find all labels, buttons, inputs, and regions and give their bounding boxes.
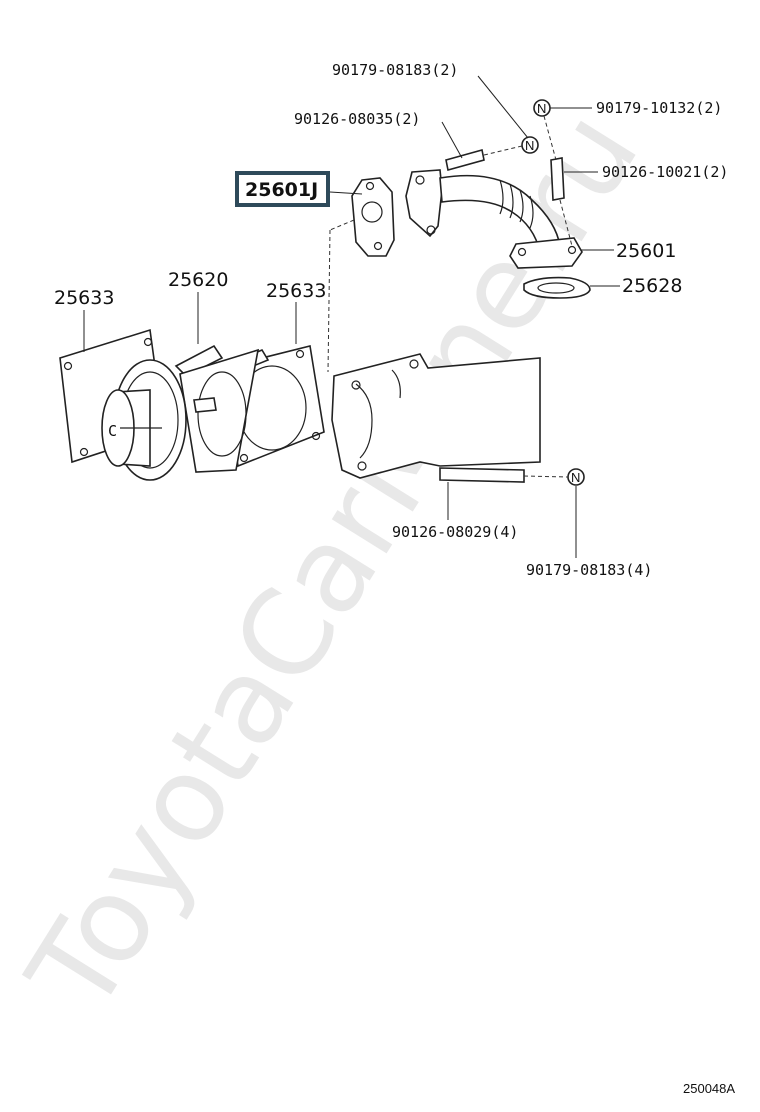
label-25633-mid[interactable]: 25633: [266, 280, 326, 302]
label-90179-10132[interactable]: 90179-10132(2): [596, 99, 722, 117]
highlight-box: [235, 171, 330, 207]
gasket-25601j[interactable]: [351, 177, 395, 257]
assembly-lines: [327, 115, 573, 478]
svg-text:N: N: [525, 138, 534, 153]
egr-valve-plate-25620[interactable]: [174, 344, 270, 473]
nut-90179-08183-bottom[interactable]: N: [567, 468, 585, 486]
label-90126-08035[interactable]: 90126-08035(2): [294, 110, 420, 128]
label-25633-left[interactable]: 25633: [54, 287, 114, 309]
label-90179-08183-top[interactable]: 90179-08183(2): [332, 61, 458, 79]
label-25628[interactable]: 25628: [622, 275, 682, 297]
label-25601[interactable]: 25601: [616, 240, 676, 262]
nut-90179-10132[interactable]: N: [533, 99, 551, 117]
stud-90126-10021[interactable]: [550, 157, 565, 201]
gasket-25628[interactable]: [523, 276, 591, 299]
stud-90126-08035[interactable]: [445, 148, 485, 172]
label-25601j[interactable]: 25601J: [245, 179, 318, 201]
egr-pipe-25601[interactable]: [405, 169, 583, 269]
exhaust-manifold: [331, 353, 541, 479]
label-90179-08183-bottom[interactable]: 90179-08183(4): [526, 561, 652, 579]
leader-lines: [83, 75, 620, 558]
svg-text:N: N: [537, 101, 546, 116]
svg-text:C: C: [108, 422, 117, 440]
egr-valve-25633-left[interactable]: C: [59, 328, 217, 481]
label-90126-08029[interactable]: 90126-08029(4): [392, 523, 518, 541]
reference-code: 250048A: [683, 1081, 735, 1096]
svg-text:N: N: [571, 470, 580, 485]
nut-90179-08183-top[interactable]: N: [521, 136, 539, 154]
label-25620[interactable]: 25620: [168, 269, 228, 291]
label-90126-10021[interactable]: 90126-10021(2): [602, 163, 728, 181]
stud-90126-08029[interactable]: [439, 467, 525, 483]
